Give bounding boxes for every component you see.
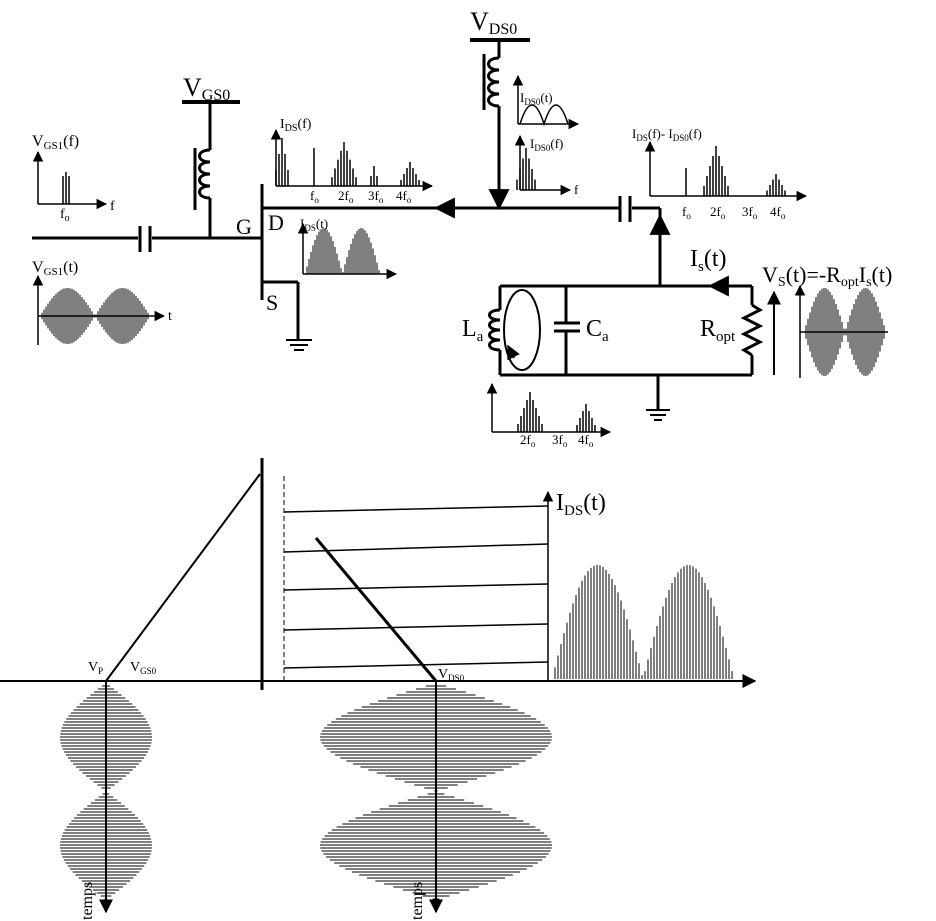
ids0-time: IDS0(t): [512, 74, 580, 130]
svg-text:VGS1(f): VGS1(f): [32, 133, 79, 152]
drain-label: D: [268, 210, 284, 235]
svg-text:IDS0(f): IDS0(f): [530, 136, 563, 153]
svg-text:VDS0: VDS0: [470, 7, 517, 38]
svg-text:3fo: 3fo: [368, 188, 384, 205]
svg-text:3fo: 3fo: [742, 204, 758, 221]
svg-text:4fo: 4fo: [770, 204, 786, 221]
svg-text:IDS(f): IDS(f): [280, 117, 312, 134]
transfer-characteristic: VP VGS0: [0, 458, 757, 690]
svg-text:2fo: 2fo: [710, 204, 726, 221]
vgs1-spectrum: VGS1(f) f fo: [32, 133, 115, 224]
svg-text:Ca: Ca: [586, 316, 609, 345]
svg-text:IDS(t): IDS(t): [556, 490, 606, 519]
drain-bus: [433, 196, 671, 286]
svg-text:Ropt: Ropt: [700, 316, 736, 345]
output-characteristics: IDS(t) VDS0: [283, 490, 733, 683]
svg-text:VP: VP: [88, 660, 103, 676]
gate-input: G: [32, 214, 262, 252]
svg-text:fo: fo: [682, 204, 691, 221]
svg-text:2fo: 2fo: [520, 432, 536, 449]
svg-text:IDS0(t): IDS0(t): [520, 90, 553, 107]
svg-text:f: f: [574, 182, 579, 197]
diff-spectrum: IDS(f)- IDS0(f) fo 2fo 3fo 4fo: [632, 126, 808, 221]
ids-spectrum: IDS(f) fo 2fo 3fo 4fo: [270, 117, 434, 205]
svg-text:Is(t): Is(t): [690, 246, 727, 275]
svg-text:fo: fo: [310, 188, 319, 205]
svg-text:fo: fo: [60, 207, 70, 224]
tank-spectrum: 2fo 3fo 4fo: [486, 382, 612, 449]
transistor: D S: [260, 184, 440, 351]
vgs1-time: VGS1(t) t: [32, 259, 172, 345]
svg-text:VGS0: VGS0: [130, 660, 157, 676]
vgs0-supply: VGS0: [182, 73, 240, 238]
svg-text:La: La: [462, 316, 484, 345]
svg-text:4fo: 4fo: [578, 432, 594, 449]
vs-waveform: [794, 284, 888, 378]
tank-circuit: La Ca Ropt Is(t): [462, 246, 781, 421]
svg-text:t: t: [168, 309, 172, 324]
svg-text:2fo: 2fo: [338, 188, 354, 205]
svg-text:VGS0: VGS0: [183, 73, 230, 104]
gate-label: G: [236, 214, 252, 239]
ids0-spectrum: IDS0(f) f: [514, 134, 579, 197]
ids-time: IDS(t): [297, 216, 398, 280]
vds0-supply: VDS0: [470, 7, 530, 211]
drain-time-axis: temps: [320, 681, 552, 920]
svg-text:IDS(t): IDS(t): [300, 216, 328, 233]
svg-text:VGS1(t): VGS1(t): [32, 259, 78, 278]
vs-label: VS(t)=-RoptIs(t): [762, 262, 892, 290]
source-label: S: [266, 290, 278, 315]
svg-text:temps: temps: [409, 882, 426, 920]
svg-text:IDS(f)- IDS0(f): IDS(f)- IDS0(f): [632, 126, 702, 143]
svg-text:temps: temps: [79, 882, 96, 920]
svg-text:4fo: 4fo: [396, 188, 412, 205]
svg-text:VDS0: VDS0: [438, 667, 465, 683]
svg-text:3fo: 3fo: [552, 432, 568, 449]
gate-time-axis: temps: [60, 681, 152, 920]
svg-text:f: f: [110, 199, 115, 214]
